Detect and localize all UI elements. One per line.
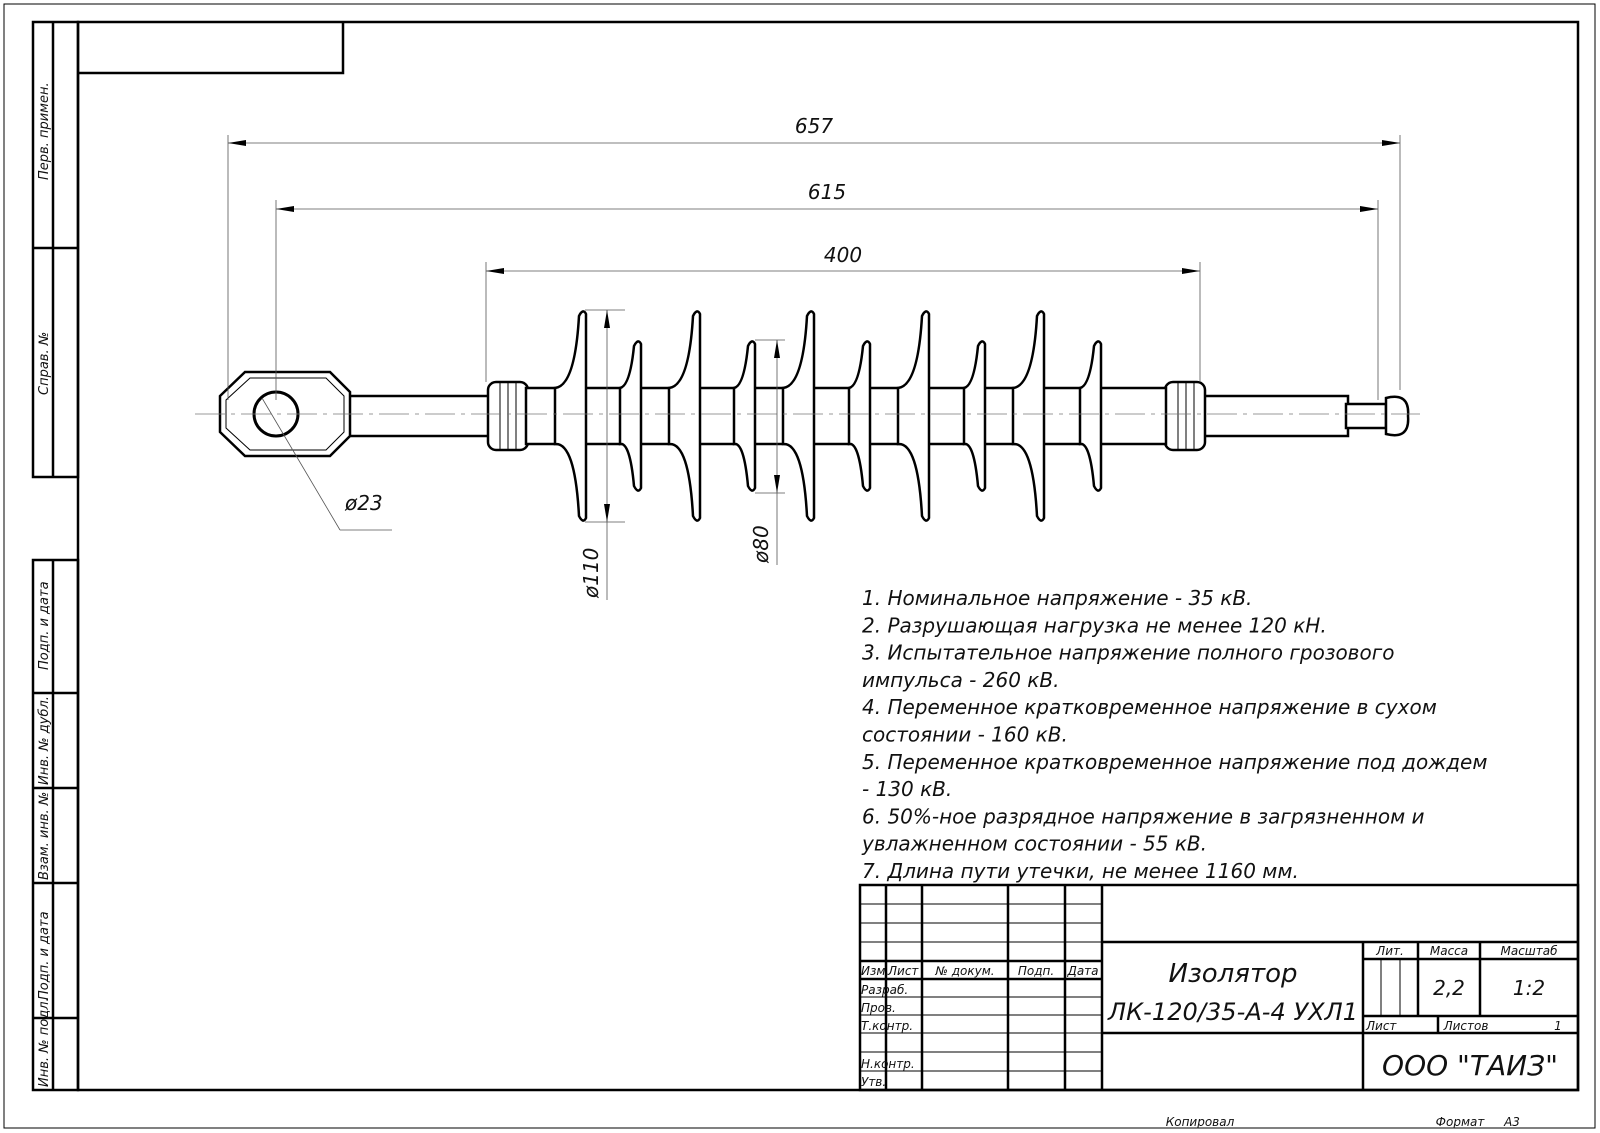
scale-label: Масштаб	[1500, 944, 1558, 958]
shed	[667, 310, 702, 522]
side-label: Взам. инв. №	[37, 792, 52, 880]
note-line: 4. Переменное кратковременное напряжение…	[862, 695, 1437, 719]
role-label: Т.контр.	[861, 1019, 913, 1033]
hdr-list: Лист	[887, 964, 919, 978]
side-label: Инв. № дубл.	[37, 696, 52, 785]
lit-label: Лит.	[1375, 944, 1404, 958]
technical-notes: 1. Номинальное напряжение - 35 кВ. 2. Раз…	[861, 586, 1487, 883]
shed	[896, 310, 931, 522]
sheets-label: Листов	[1443, 1019, 1489, 1033]
role-label: Разраб.	[861, 983, 908, 997]
note-line: 6. 50%-ное разрядное напряжение в загряз…	[862, 804, 1425, 828]
note-line: 1. Номинальное напряжение - 35 кВ.	[862, 586, 1252, 610]
role-label: Н.контр.	[861, 1057, 915, 1071]
mass-label: Масса	[1430, 944, 1468, 958]
note-line: 2. Разрушающая нагрузка не менее 120 кН.	[862, 613, 1327, 637]
copied-label: Копировал	[1166, 1115, 1235, 1129]
hdr-doc: № докум.	[934, 964, 994, 978]
side-label: Справ. №	[37, 332, 52, 395]
role-label: Пров.	[861, 1001, 896, 1015]
role-label: Утв.	[861, 1075, 886, 1089]
side-label: Инв. № подл.	[37, 997, 52, 1087]
dim-overall: 657	[795, 114, 833, 138]
note-line: 5. Переменное кратковременное напряжение…	[862, 750, 1487, 774]
note-line: увлажненном состоянии - 55 кВ.	[861, 832, 1207, 856]
note-line: - 130 кВ.	[862, 777, 952, 801]
shed	[1078, 340, 1103, 492]
dim-pin: 615	[808, 180, 846, 204]
format-label: Формат	[1436, 1115, 1486, 1129]
shed	[618, 340, 643, 492]
sheet-edge	[3, 3, 1596, 1129]
shed	[732, 340, 757, 492]
dim-large-shed: ø110	[579, 548, 603, 599]
dimensions: 657 615 400 ø23 ø110 ø80	[227, 114, 1401, 600]
top-stamp-box	[78, 22, 345, 75]
scale-value: 1:2	[1513, 976, 1545, 1000]
side-label: Перв. примен.	[37, 82, 52, 180]
format-value: А3	[1503, 1115, 1520, 1129]
shed	[1011, 310, 1046, 522]
company-name: ООО "ТАИЗ"	[1382, 1049, 1558, 1082]
ball-end	[1384, 395, 1410, 437]
hdr-sign: Подп.	[1018, 964, 1054, 978]
sheets-value: 1	[1554, 1019, 1562, 1033]
title-block: Изм. Лист № докум. Подп. Дата Разраб. Пр…	[858, 883, 1580, 1092]
drawing-frame	[76, 20, 1580, 1092]
dim-small-shed: ø80	[749, 525, 773, 564]
shed	[781, 310, 816, 522]
hdr-izm: Изм.	[861, 964, 889, 978]
sheet-label: Лист	[1365, 1019, 1397, 1033]
side-label: Подп. и дата	[37, 581, 52, 670]
side-strip: Перв. примен. Справ. № Подп. и дата Инв.…	[31, 20, 80, 1092]
insulator-drawing	[195, 310, 1420, 522]
mass-value: 2,2	[1433, 976, 1465, 1000]
note-line: импульса - 260 кВ.	[862, 668, 1059, 692]
right-ferrule	[1163, 380, 1207, 452]
drawing-title: Изолятор	[1169, 959, 1298, 989]
side-label: Подп. и дата	[37, 911, 52, 1000]
note-line: состоянии - 160 кВ.	[862, 723, 1068, 747]
dim-insulating: 400	[824, 243, 862, 267]
drawing-designation: ЛК-120/35-А-4 УХЛ1	[1107, 998, 1358, 1026]
shed	[847, 340, 872, 492]
hdr-date: Дата	[1066, 964, 1098, 978]
dim-eye: ø23	[344, 491, 383, 515]
note-line: 7. Длина пути утечки, не менее 1160 мм.	[862, 859, 1299, 883]
shed	[962, 340, 987, 492]
shed	[553, 310, 588, 522]
note-line: 3. Испытательное напряжение полного гроз…	[862, 641, 1394, 665]
